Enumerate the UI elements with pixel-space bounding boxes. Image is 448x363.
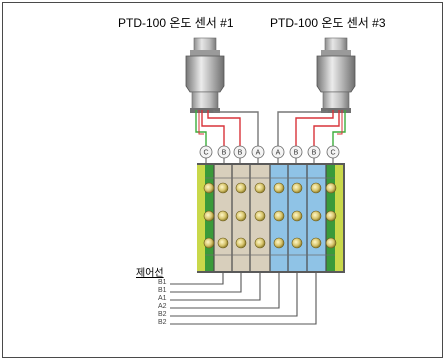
terminal-letter-6: B: [294, 150, 299, 157]
wire-label-3: A1: [158, 295, 167, 302]
sensor-3-cable: [316, 37, 356, 113]
wire-label-2: B1: [158, 287, 167, 294]
terminal-letter-3: B: [238, 150, 243, 157]
wire-label-4: A2: [158, 303, 167, 310]
sensor-3-title: PTD-100 온도 센서 #3: [270, 16, 386, 30]
control-wires: [170, 273, 317, 325]
sensor-1-cable: [185, 37, 225, 113]
terminal-letter-4: A: [256, 150, 261, 157]
wire-label-1: B1: [158, 279, 167, 286]
terminal-screws: [203, 182, 337, 249]
sensor-1-title: PTD-100 온도 센서 #1: [118, 16, 234, 30]
sensor-1-wires: [195, 110, 259, 150]
wire-label-6: B2: [158, 319, 167, 326]
terminal-letter-circles: [199, 145, 340, 159]
terminal-letter-5: A: [276, 150, 281, 157]
terminal-letter-8: C: [330, 150, 335, 157]
wire-label-5: B2: [158, 311, 167, 318]
control-wire-label: 제어선: [136, 268, 164, 279]
terminal-letter-7: B: [312, 150, 317, 157]
terminal-block: [197, 163, 345, 273]
sensor-3-wires: [277, 110, 346, 150]
terminal-letter-1: C: [203, 150, 208, 157]
terminal-letter-2: B: [222, 150, 227, 157]
